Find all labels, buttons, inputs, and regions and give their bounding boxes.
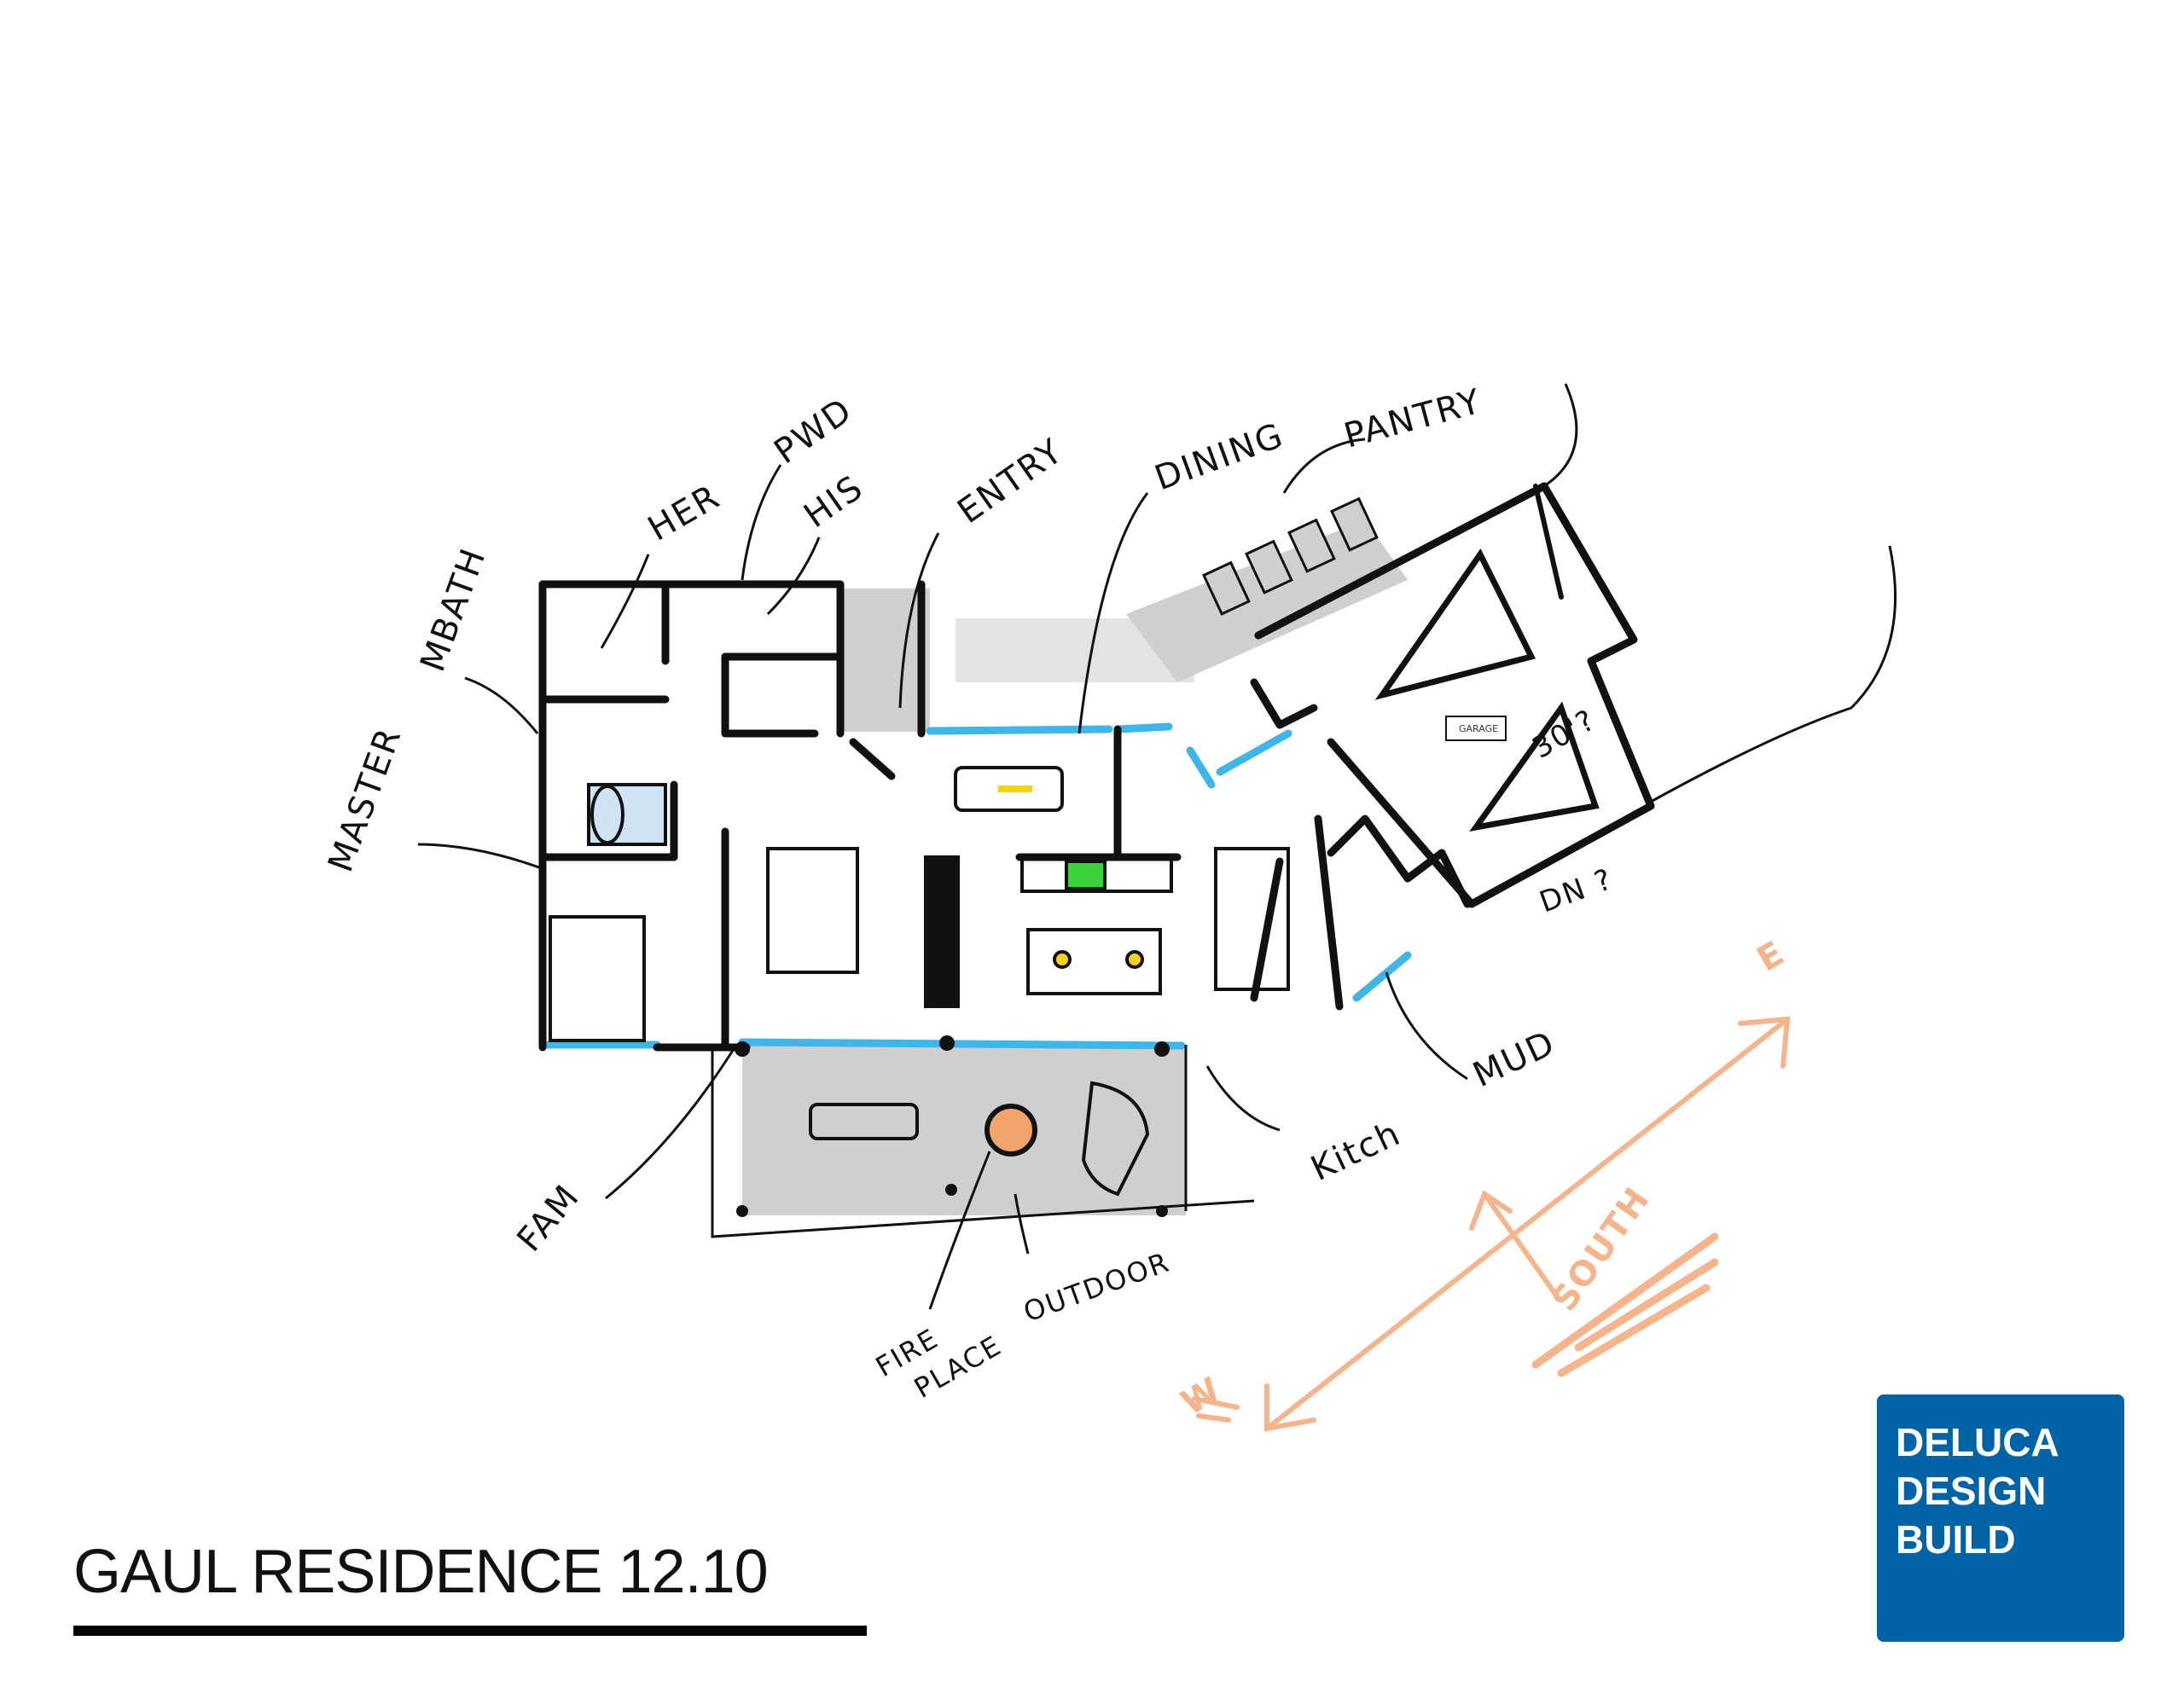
label-mbath: MBATH xyxy=(413,542,494,676)
label-west: W xyxy=(1175,1370,1228,1423)
garage-roof-marks xyxy=(1374,548,1600,832)
label-entry: ENTRY xyxy=(950,432,1070,532)
label-fam: FAM xyxy=(509,1177,587,1259)
outdoor-columns xyxy=(735,1035,1170,1217)
title-underline xyxy=(73,1626,867,1636)
logo-line-2: DESIGN xyxy=(1896,1469,2047,1513)
leader-lines xyxy=(417,383,1897,1310)
shaded-areas xyxy=(742,520,1408,1215)
compass-arrow xyxy=(1192,1016,1791,1432)
label-her: HER xyxy=(642,477,727,548)
label-dining: DINING xyxy=(1150,415,1289,498)
outdoor-outline xyxy=(711,1045,1255,1238)
label-south: SOUTH xyxy=(1545,1180,1658,1318)
fireplace-symbol xyxy=(985,1104,1037,1157)
logo-line-3: BUILD xyxy=(1896,1517,2016,1562)
furniture xyxy=(549,766,1290,1197)
label-his: HIS xyxy=(797,467,870,536)
logo-line-1: DELUCA xyxy=(1896,1420,2059,1464)
company-logo: DELUCA DESIGN BUILD xyxy=(1877,1394,2124,1642)
label-master: MASTER xyxy=(321,722,410,878)
label-dn: DN ? xyxy=(1535,862,1618,920)
label-outdoor: OUTDOOR xyxy=(1019,1245,1175,1328)
label-kitch: Kitch xyxy=(1305,1114,1407,1189)
pantry-shelves xyxy=(1202,496,1379,616)
walls xyxy=(538,482,1655,1052)
label-garage: GARAGE xyxy=(1459,723,1498,734)
label-mud: MUD xyxy=(1467,1023,1562,1095)
label-pantry: PANTRY xyxy=(1340,382,1486,456)
page-title: GAUL RESIDENCE 12.10 xyxy=(73,1538,769,1606)
label-east: E xyxy=(1751,933,1792,980)
label-pwd: PWD xyxy=(767,391,860,472)
